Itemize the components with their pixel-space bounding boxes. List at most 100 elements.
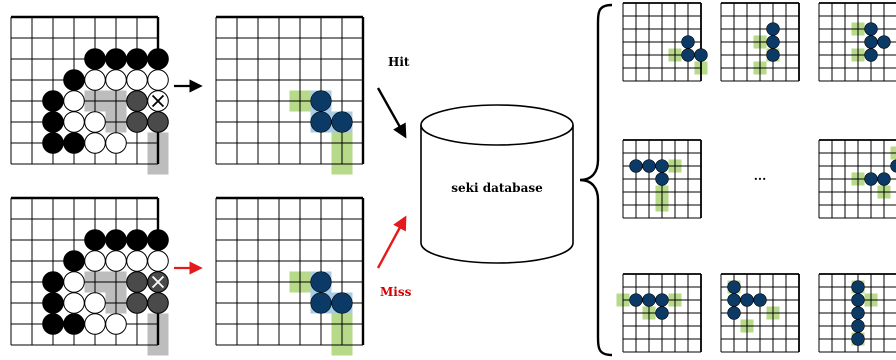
blue-stone <box>851 280 865 294</box>
blue-stone <box>681 35 695 49</box>
blue-stone <box>864 48 878 62</box>
hit-label: Hit <box>388 55 410 69</box>
blue-stone <box>629 293 643 307</box>
white-stone <box>63 271 85 293</box>
pattern-board <box>818 2 896 82</box>
hit-arrow <box>376 87 407 139</box>
pattern-board <box>720 273 800 353</box>
blue-stone <box>655 306 669 320</box>
white-stone <box>147 250 169 272</box>
blue-stone <box>864 172 878 186</box>
black-stone <box>147 48 169 70</box>
blue-stone <box>642 293 656 307</box>
white-stone <box>84 69 106 91</box>
black-stone <box>84 48 106 70</box>
black-stone <box>42 111 64 133</box>
blue-stone <box>766 35 780 49</box>
white-stone <box>126 69 148 91</box>
white-stone <box>84 132 106 154</box>
white-stone <box>63 292 85 314</box>
blue-stone <box>851 332 865 346</box>
blue-stone <box>310 111 332 133</box>
black-stone <box>42 271 64 293</box>
blue-stone <box>864 22 878 36</box>
x-mark-icon <box>151 275 165 289</box>
blue-stone <box>310 271 332 293</box>
blue-stone <box>877 35 891 49</box>
pattern-board <box>622 139 702 219</box>
pattern-board <box>720 2 800 82</box>
blue-stone <box>681 48 695 62</box>
black-stone <box>105 48 127 70</box>
blue-stone <box>740 293 754 307</box>
blue-stone <box>851 306 865 320</box>
pattern-board <box>818 273 896 353</box>
blue-stone <box>727 293 741 307</box>
gray-stone <box>126 90 148 112</box>
gray-stone <box>126 111 148 133</box>
ellipsis-label: ... <box>754 169 767 183</box>
blue-stone <box>655 293 669 307</box>
white-stone <box>84 313 106 335</box>
white-stone <box>84 250 106 272</box>
board-top-left <box>10 15 169 175</box>
black-stone <box>63 250 85 272</box>
white-stone <box>105 69 127 91</box>
pattern-board <box>622 2 708 82</box>
black-stone <box>126 48 148 70</box>
blue-stone <box>629 159 643 173</box>
blue-stone <box>727 280 741 294</box>
white-stone <box>126 250 148 272</box>
black-stone <box>147 229 169 251</box>
black-stone <box>42 90 64 112</box>
blue-stone <box>766 22 780 36</box>
black-stone <box>63 69 85 91</box>
black-stone <box>105 229 127 251</box>
blue-stone <box>890 159 896 173</box>
x-mark-icon <box>151 94 165 108</box>
white-stone <box>84 111 106 133</box>
black-stone <box>126 229 148 251</box>
blue-stone <box>877 172 891 186</box>
blue-stone <box>331 292 353 314</box>
board-bottom-extracted <box>215 196 365 356</box>
blue-stone <box>727 306 741 320</box>
white-stone <box>105 132 127 154</box>
black-stone <box>42 313 64 335</box>
miss-label: Miss <box>380 285 412 299</box>
black-stone <box>63 132 85 154</box>
blue-stone <box>851 293 865 307</box>
black-stone <box>63 313 85 335</box>
white-stone <box>63 90 85 112</box>
pattern-board <box>818 139 896 219</box>
blue-stone <box>655 172 669 186</box>
gray-stone <box>147 111 169 133</box>
blue-stone <box>655 159 669 173</box>
database-cylinder-icon <box>420 104 574 264</box>
gray-stone <box>126 271 148 293</box>
blue-stone <box>753 293 767 307</box>
gray-stone <box>126 292 148 314</box>
white-stone <box>105 313 127 335</box>
database-patterns <box>616 2 896 353</box>
blue-stone <box>310 90 332 112</box>
blue-stone <box>864 35 878 49</box>
blue-stone <box>766 48 780 62</box>
gray-stone <box>147 292 169 314</box>
blue-stone <box>694 48 708 62</box>
blue-stone <box>851 319 865 333</box>
black-stone <box>42 132 64 154</box>
board-bottom-left <box>10 196 169 356</box>
white-stone <box>63 111 85 133</box>
database-label: seki database <box>451 181 543 195</box>
board-top-extracted <box>215 15 365 175</box>
white-stone <box>105 250 127 272</box>
left-curly-brace-icon <box>579 3 613 357</box>
white-stone <box>84 292 106 314</box>
blue-stone <box>310 292 332 314</box>
black-stone <box>84 229 106 251</box>
blue-stone <box>331 111 353 133</box>
white-stone <box>147 69 169 91</box>
miss-arrow <box>376 215 407 269</box>
